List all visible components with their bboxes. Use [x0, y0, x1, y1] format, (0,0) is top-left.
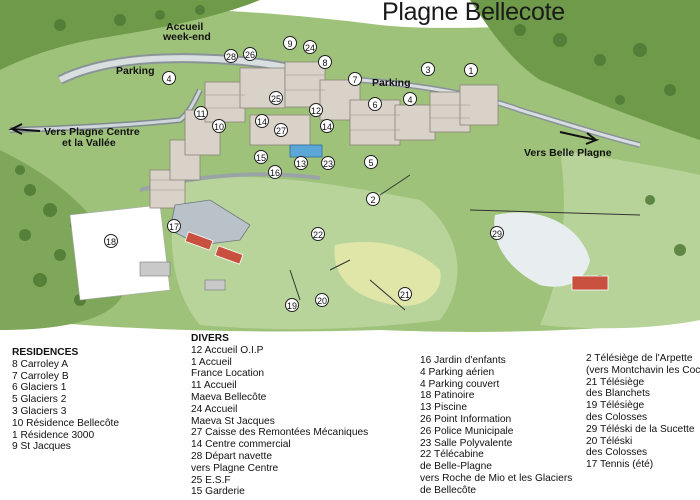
label-et-la-vallee: et la Vallée — [62, 137, 116, 149]
legend-item: (vers Montchavin les Coches) — [586, 364, 700, 376]
map-marker: 14 — [320, 119, 334, 133]
map-marker: 4 — [162, 71, 176, 85]
map-marker: 25 — [269, 91, 283, 105]
legend-item: 14 Centre commercial — [191, 439, 291, 451]
map-title: Plagne Bellecote — [382, 0, 565, 26]
map-marker: 14 — [255, 114, 269, 128]
legend-item: des Colosses — [586, 411, 648, 423]
legend-item: de Bellecôte — [420, 484, 477, 496]
legend-heading: DIVERS — [191, 333, 229, 344]
map-marker: 23 — [321, 156, 335, 170]
legend-item: 20 Téléski — [586, 435, 633, 447]
label-accueil: Accueil — [166, 21, 204, 33]
map-marker: 18 — [104, 234, 118, 248]
legend-item: vers Roche de Mio et les Glaciers — [420, 472, 573, 484]
label-vers-plagne-centre: Vers Plagne Centre — [44, 126, 140, 138]
map-marker: 2 — [366, 192, 380, 206]
legend-item: 1 Accueil — [191, 356, 232, 368]
legend-item: 29 Téléski de la Sucette — [586, 423, 695, 435]
legend-item: 22 Télécabine — [420, 449, 484, 461]
map-marker: 1 — [464, 63, 478, 77]
legend-item: 8 Carroley A — [12, 358, 69, 370]
legend-item: 27 Caisse des Remontées Mécaniques — [191, 427, 369, 439]
map-marker: 17 — [167, 219, 181, 233]
label-week-end: week-end — [163, 31, 211, 43]
map-marker: 12 — [309, 103, 323, 117]
legend-item: 12 Accueil O.I.P — [191, 344, 264, 356]
legend-item: France Location — [191, 368, 265, 380]
legend-item: 3 Glaciers 3 — [12, 405, 67, 417]
map-marker: 3 — [421, 62, 435, 76]
map-marker: 8 — [318, 55, 332, 69]
map-marker: 27 — [274, 123, 288, 137]
map-marker: 29 — [490, 226, 504, 240]
map-illustration — [0, 0, 700, 332]
legend-item: 10 Résidence Bellecôte — [12, 417, 120, 429]
map-marker: 11 — [194, 106, 208, 120]
map-marker: 5 — [364, 155, 378, 169]
map-marker: 19 — [285, 298, 299, 312]
legend-item: des Colosses — [586, 447, 648, 459]
legend-item: 26 Police Municipale — [420, 425, 514, 437]
legend-item: 25 E.S.F — [191, 474, 231, 486]
map-marker: 9 — [283, 36, 297, 50]
legend-item: 16 Jardin d'enfants — [420, 355, 506, 366]
legend-item: 1 Résidence 3000 — [12, 429, 95, 441]
legend-item: 6 Glaciers 1 — [12, 382, 67, 394]
map-marker: 10 — [212, 119, 226, 133]
map-marker: 13 — [294, 156, 308, 170]
legend-item: 9 St Jacques — [12, 441, 71, 453]
map-marker: 15 — [254, 150, 268, 164]
legend-item: 2 Télésiège de l'Arpette — [586, 353, 693, 364]
legend-item: Maeva St Jacques — [191, 415, 275, 427]
label-vers-belle-plagne: Vers Belle Plagne — [524, 147, 612, 159]
legend-item: 24 Accueil — [191, 403, 238, 415]
legend-item: 4 Parking couvert — [420, 378, 500, 390]
legend-item: 26 Point Information — [420, 413, 512, 425]
map-marker: 20 — [315, 293, 329, 307]
legend-item: 23 Salle Polyvalente — [420, 437, 513, 449]
label-parking-right: Parking — [372, 77, 411, 89]
legend-item: 21 Télésiège — [586, 376, 645, 388]
map-marker: 4 — [403, 92, 417, 106]
legend-item: Maeva Bellecôte — [191, 391, 267, 403]
map-marker: 21 — [398, 287, 412, 301]
label-parking-left: Parking — [116, 65, 155, 77]
legend-heading: RESIDENCES — [12, 347, 79, 358]
map-marker: 6 — [368, 97, 382, 111]
map-marker: 28 — [224, 49, 238, 63]
map-marker: 26 — [243, 47, 257, 61]
legend-item: 11 Accueil — [191, 380, 237, 392]
legend-item: vers Plagne Centre — [191, 462, 279, 474]
legend-item: des Blanchets — [586, 388, 650, 400]
legend-item: 17 Tennis (été) — [586, 459, 654, 471]
legend-item: 7 Carroley B — [12, 370, 69, 382]
legend-item: 5 Glaciers 2 — [12, 394, 67, 406]
map-marker: 24 — [303, 40, 317, 54]
resort-map: Plagne Bellecote Accueil week-end Parkin… — [0, 0, 700, 332]
legend-column-4: 2 Télésiège de l'Arpette(vers Montchavin… — [586, 353, 700, 471]
legend-item: 18 Patinoire — [420, 390, 475, 402]
map-marker: 7 — [348, 72, 362, 86]
legend-list: 2 Télésiège de l'Arpette(vers Montchavin… — [586, 353, 700, 471]
legend-item: 15 Garderie — [191, 486, 245, 498]
map-marker: 22 — [311, 227, 325, 241]
legend-item: 28 Départ navette — [191, 450, 272, 462]
map-marker: 16 — [268, 165, 282, 179]
legend-item: 13 Piscine — [420, 402, 468, 414]
legend-item: de Belle-Plagne — [420, 461, 492, 473]
legend-item: 19 Télésiège — [586, 400, 645, 412]
legend-item: 4 Parking aérien — [420, 366, 495, 378]
